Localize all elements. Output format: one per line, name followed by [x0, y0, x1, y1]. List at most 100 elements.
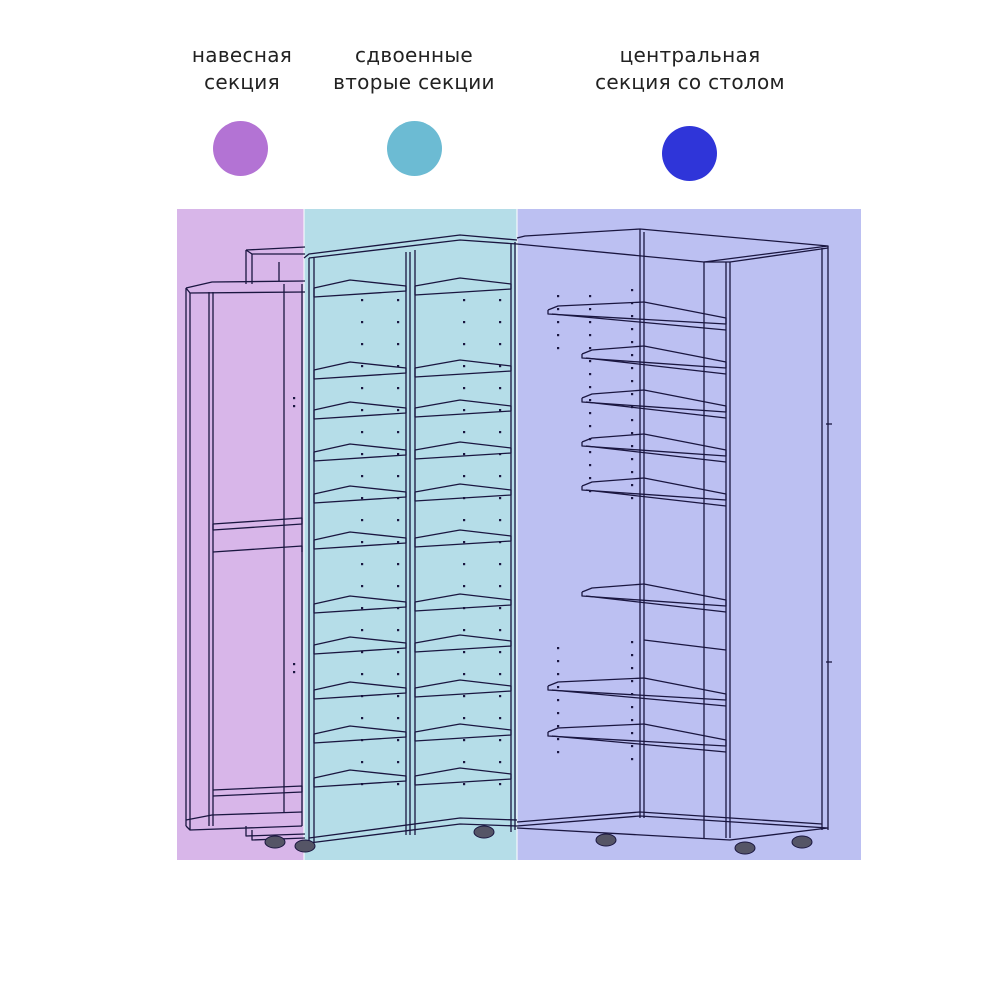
hole-mark: [557, 686, 560, 689]
hole-mark: [631, 341, 634, 344]
hole-mark: [361, 695, 364, 698]
hole-mark: [557, 647, 560, 650]
hole-mark: [361, 497, 364, 500]
hole-mark: [589, 360, 592, 363]
hole-mark: [499, 739, 502, 742]
shelf-right-column: [414, 529, 512, 548]
central-shelf-edge: [585, 489, 727, 507]
central-shelf: [581, 433, 727, 457]
hole-mark: [463, 673, 466, 676]
central-cabinet: [516, 228, 832, 841]
hole-mark: [397, 783, 400, 786]
hole-mark: [397, 321, 400, 324]
hole-mark: [463, 651, 466, 654]
hole-mark: [361, 651, 364, 654]
central-shelf: [581, 389, 727, 413]
wheel: [294, 839, 316, 853]
hole-mark: [499, 453, 502, 456]
hole-mark: [589, 412, 592, 415]
hole-mark: [397, 519, 400, 522]
hole-mark: [293, 663, 296, 666]
hole-mark: [631, 719, 634, 722]
hole-mark: [499, 607, 502, 610]
hole-mark: [589, 295, 592, 298]
wheel: [734, 841, 756, 855]
hole-mark: [499, 321, 502, 324]
central-shelf-edge: [585, 445, 727, 463]
central-shelf: [547, 723, 727, 747]
hole-mark: [631, 315, 634, 318]
hole-mark: [397, 761, 400, 764]
shelf-left-column: [313, 595, 407, 614]
hole-mark: [499, 651, 502, 654]
hole-mark: [397, 651, 400, 654]
shelf-right-column: [414, 399, 512, 418]
hole-mark: [557, 295, 560, 298]
central-shelf-edge: [585, 595, 727, 613]
shelf-right-column: [414, 723, 512, 742]
legend-label-hanging: навесная секция: [177, 42, 307, 96]
legend-label-double: сдвоенные вторые секции: [324, 42, 504, 96]
hole-mark: [463, 585, 466, 588]
hole-mark: [397, 299, 400, 302]
hole-mark: [463, 343, 466, 346]
hole-mark: [463, 475, 466, 478]
hole-mark: [631, 419, 634, 422]
hole-mark: [361, 365, 364, 368]
hole-mark: [463, 497, 466, 500]
shelf-left-column: [313, 636, 407, 655]
hole-mark: [397, 717, 400, 720]
hole-mark: [631, 693, 634, 696]
zone-central-section: [517, 209, 861, 860]
central-shelf: [547, 677, 727, 701]
hole-mark: [463, 387, 466, 390]
hole-mark: [499, 409, 502, 412]
hole-mark: [631, 641, 634, 644]
hole-mark: [361, 519, 364, 522]
hole-mark: [557, 321, 560, 324]
shelf-left-column: [313, 769, 407, 788]
hole-mark: [361, 563, 364, 566]
hole-mark: [463, 783, 466, 786]
hole-mark: [397, 431, 400, 434]
hole-mark: [557, 725, 560, 728]
wheel: [264, 835, 286, 849]
hole-mark: [557, 699, 560, 702]
hole-mark: [397, 695, 400, 698]
hole-mark: [631, 432, 634, 435]
hole-mark: [631, 302, 634, 305]
central-shelf-edge: [551, 735, 727, 753]
hole-mark: [631, 745, 634, 748]
hole-mark: [397, 409, 400, 412]
hole-mark: [499, 585, 502, 588]
hole-mark: [499, 563, 502, 566]
hole-mark: [463, 563, 466, 566]
central-shelf-edge: [551, 689, 727, 707]
hole-mark: [589, 438, 592, 441]
central-shelf: [581, 345, 727, 369]
central-section-shelves: [547, 301, 727, 753]
hole-mark: [397, 343, 400, 346]
hole-mark: [361, 629, 364, 632]
hole-mark: [631, 706, 634, 709]
hole-mark: [361, 321, 364, 324]
hole-mark: [397, 739, 400, 742]
hole-mark: [397, 453, 400, 456]
hole-mark: [361, 761, 364, 764]
hole-mark: [361, 343, 364, 346]
shelf-right-column: [414, 483, 512, 502]
shelf-left-column: [313, 443, 407, 462]
hole-mark: [463, 431, 466, 434]
hole-mark: [361, 541, 364, 544]
hole-mark: [397, 541, 400, 544]
hole-mark: [499, 365, 502, 368]
hole-mark: [631, 471, 634, 474]
hole-mark: [499, 541, 502, 544]
hole-mark: [631, 328, 634, 331]
hole-mark: [361, 431, 364, 434]
legend-label-central-line2: секция со столом: [595, 70, 785, 94]
hole-mark: [499, 717, 502, 720]
wheel: [595, 833, 617, 847]
hole-mark: [499, 475, 502, 478]
hole-mark: [589, 477, 592, 480]
